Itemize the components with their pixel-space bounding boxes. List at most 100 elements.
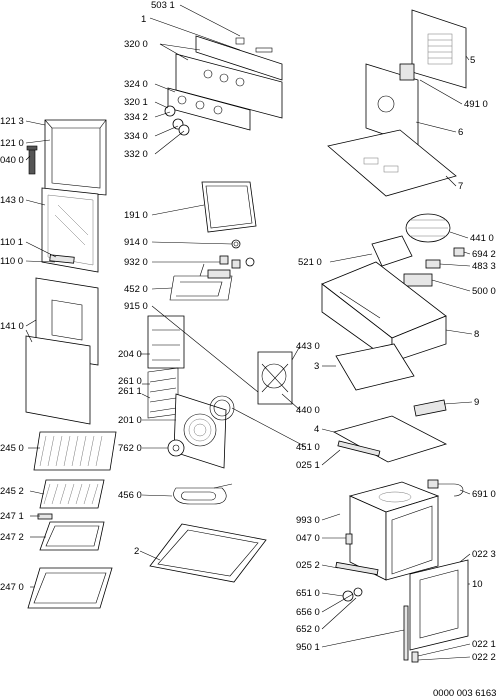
leader-lines: [25, 4, 473, 661]
label-261-0: 261 0: [118, 376, 142, 387]
label-9: 9: [474, 397, 479, 408]
label-324-0: 324 0: [124, 79, 148, 90]
label-320-0: 320 0: [124, 39, 148, 50]
label-993-0: 993 0: [296, 515, 320, 526]
label-451-0: 451 0: [296, 442, 320, 453]
label-656-0: 656 0: [296, 607, 320, 618]
rear-glass-191-0: [201, 181, 257, 233]
label-022-3: 022 3: [472, 549, 496, 560]
grill-grate-245-2: [39, 479, 105, 509]
label-121-3: 121 3: [0, 116, 24, 127]
label-694-2: 694 2: [472, 249, 496, 260]
top-panel-7: [327, 129, 457, 197]
label-320-1: 320 1: [124, 97, 148, 108]
label-334-2: 334 2: [124, 112, 148, 123]
label-521-0: 521 0: [298, 257, 322, 268]
label-503-1: 503 1: [151, 0, 175, 11]
baking-tray-247-2: [39, 521, 105, 551]
side-panel-204-0: [147, 315, 185, 369]
label-022-1: 022 1: [472, 639, 496, 650]
side-rail-3: [335, 343, 415, 391]
label-141-0: 141 0: [0, 321, 24, 332]
label-8: 8: [474, 329, 479, 340]
grid-shelf-245-0: [33, 431, 117, 471]
back-panel-6: [365, 63, 419, 147]
label-7: 7: [458, 181, 463, 192]
label-10: 10: [472, 579, 483, 590]
label-245-0: 245 0: [0, 443, 24, 454]
label-1: 1: [141, 14, 146, 25]
inner-glass-143-0: [41, 187, 99, 273]
label-491-0: 491 0: [464, 99, 488, 110]
motor-443-0: [257, 351, 293, 405]
fan-blade-762-0: [167, 439, 185, 457]
label-025-2: 025 2: [296, 560, 320, 571]
oven-cavity: [348, 481, 440, 581]
label-483-3: 483 3: [472, 261, 496, 272]
label-334-0: 334 0: [124, 131, 148, 142]
control-panel-320-0: [175, 35, 283, 119]
label-441-0: 441 0: [470, 233, 494, 244]
door-seal-022: [411, 651, 419, 663]
label-652-0: 652 0: [296, 624, 320, 635]
label-110-1: 110 1: [0, 237, 23, 248]
label-245-2: 245 2: [0, 486, 24, 497]
module-500-0: [403, 273, 433, 287]
label-914-0: 914 0: [124, 237, 148, 248]
rear-panel-5: [411, 9, 467, 89]
label-440-0: 440 0: [296, 405, 320, 416]
fascia-324-0: [167, 87, 251, 131]
label-040-0: 040 0: [0, 155, 24, 166]
footer-code: 0000 003 6163: [433, 688, 496, 699]
lamp-cover-914-0: [231, 239, 241, 249]
label-932-0: 932 0: [124, 257, 148, 268]
label-3: 3: [314, 361, 319, 372]
shelf-runners-261-0: [147, 367, 179, 419]
label-651-0: 651 0: [296, 588, 320, 599]
tray-clip-247-1: [37, 513, 53, 520]
label-915-0: 915 0: [124, 301, 148, 312]
label-047-0: 047 0: [296, 533, 320, 544]
heating-element-456-0: [173, 483, 233, 505]
label-247-2: 247 2: [0, 532, 24, 543]
label-4: 4: [314, 424, 319, 435]
fan-cover-201-0: [173, 393, 227, 469]
knobs-334-0: [164, 105, 190, 136]
fan-motor-441-0: [405, 213, 451, 243]
trim-025-2: [335, 561, 379, 576]
hinge-bar-950-1: [403, 605, 409, 661]
label-247-0: 247 0: [0, 582, 24, 593]
label-500-0: 500 0: [472, 286, 496, 297]
base-frame-8: [321, 261, 447, 363]
label-443-0: 443 0: [296, 341, 320, 352]
relay-483-3: [425, 259, 441, 269]
label-025-1: 025 1: [296, 460, 320, 471]
bracket-9: [413, 399, 447, 417]
door-glass-141-0: [25, 277, 99, 425]
door-handle-040-0: [26, 145, 38, 175]
thermostat-691-0: [427, 479, 464, 497]
label-022-2: 022 2: [472, 652, 496, 663]
label-6: 6: [458, 127, 463, 138]
deep-tray-247-0: [27, 567, 113, 609]
label-121-0: 121 0: [0, 138, 24, 149]
fan-element-451-0: [209, 395, 235, 421]
label-452-0: 452 0: [124, 284, 148, 295]
hinge-047-0: [345, 533, 353, 545]
cavity-bottom-4: [332, 415, 448, 463]
label-247-1: 247 1: [0, 511, 24, 522]
label-204-0: 204 0: [118, 349, 142, 360]
label-261-1: 261 1: [118, 386, 142, 397]
label-332-0: 332 0: [124, 149, 148, 160]
label-456-0: 456 0: [118, 490, 142, 501]
label-201-0: 201 0: [118, 415, 142, 426]
label-691-0: 691 0: [472, 489, 496, 500]
lamp-holders-932-0: [219, 255, 255, 269]
label-110-0: 110 0: [0, 256, 23, 267]
switch-694-2: [453, 247, 465, 257]
label-5: 5: [470, 55, 475, 66]
door-frame-121-0: [44, 119, 107, 196]
grill-element-452-0: [169, 263, 233, 301]
